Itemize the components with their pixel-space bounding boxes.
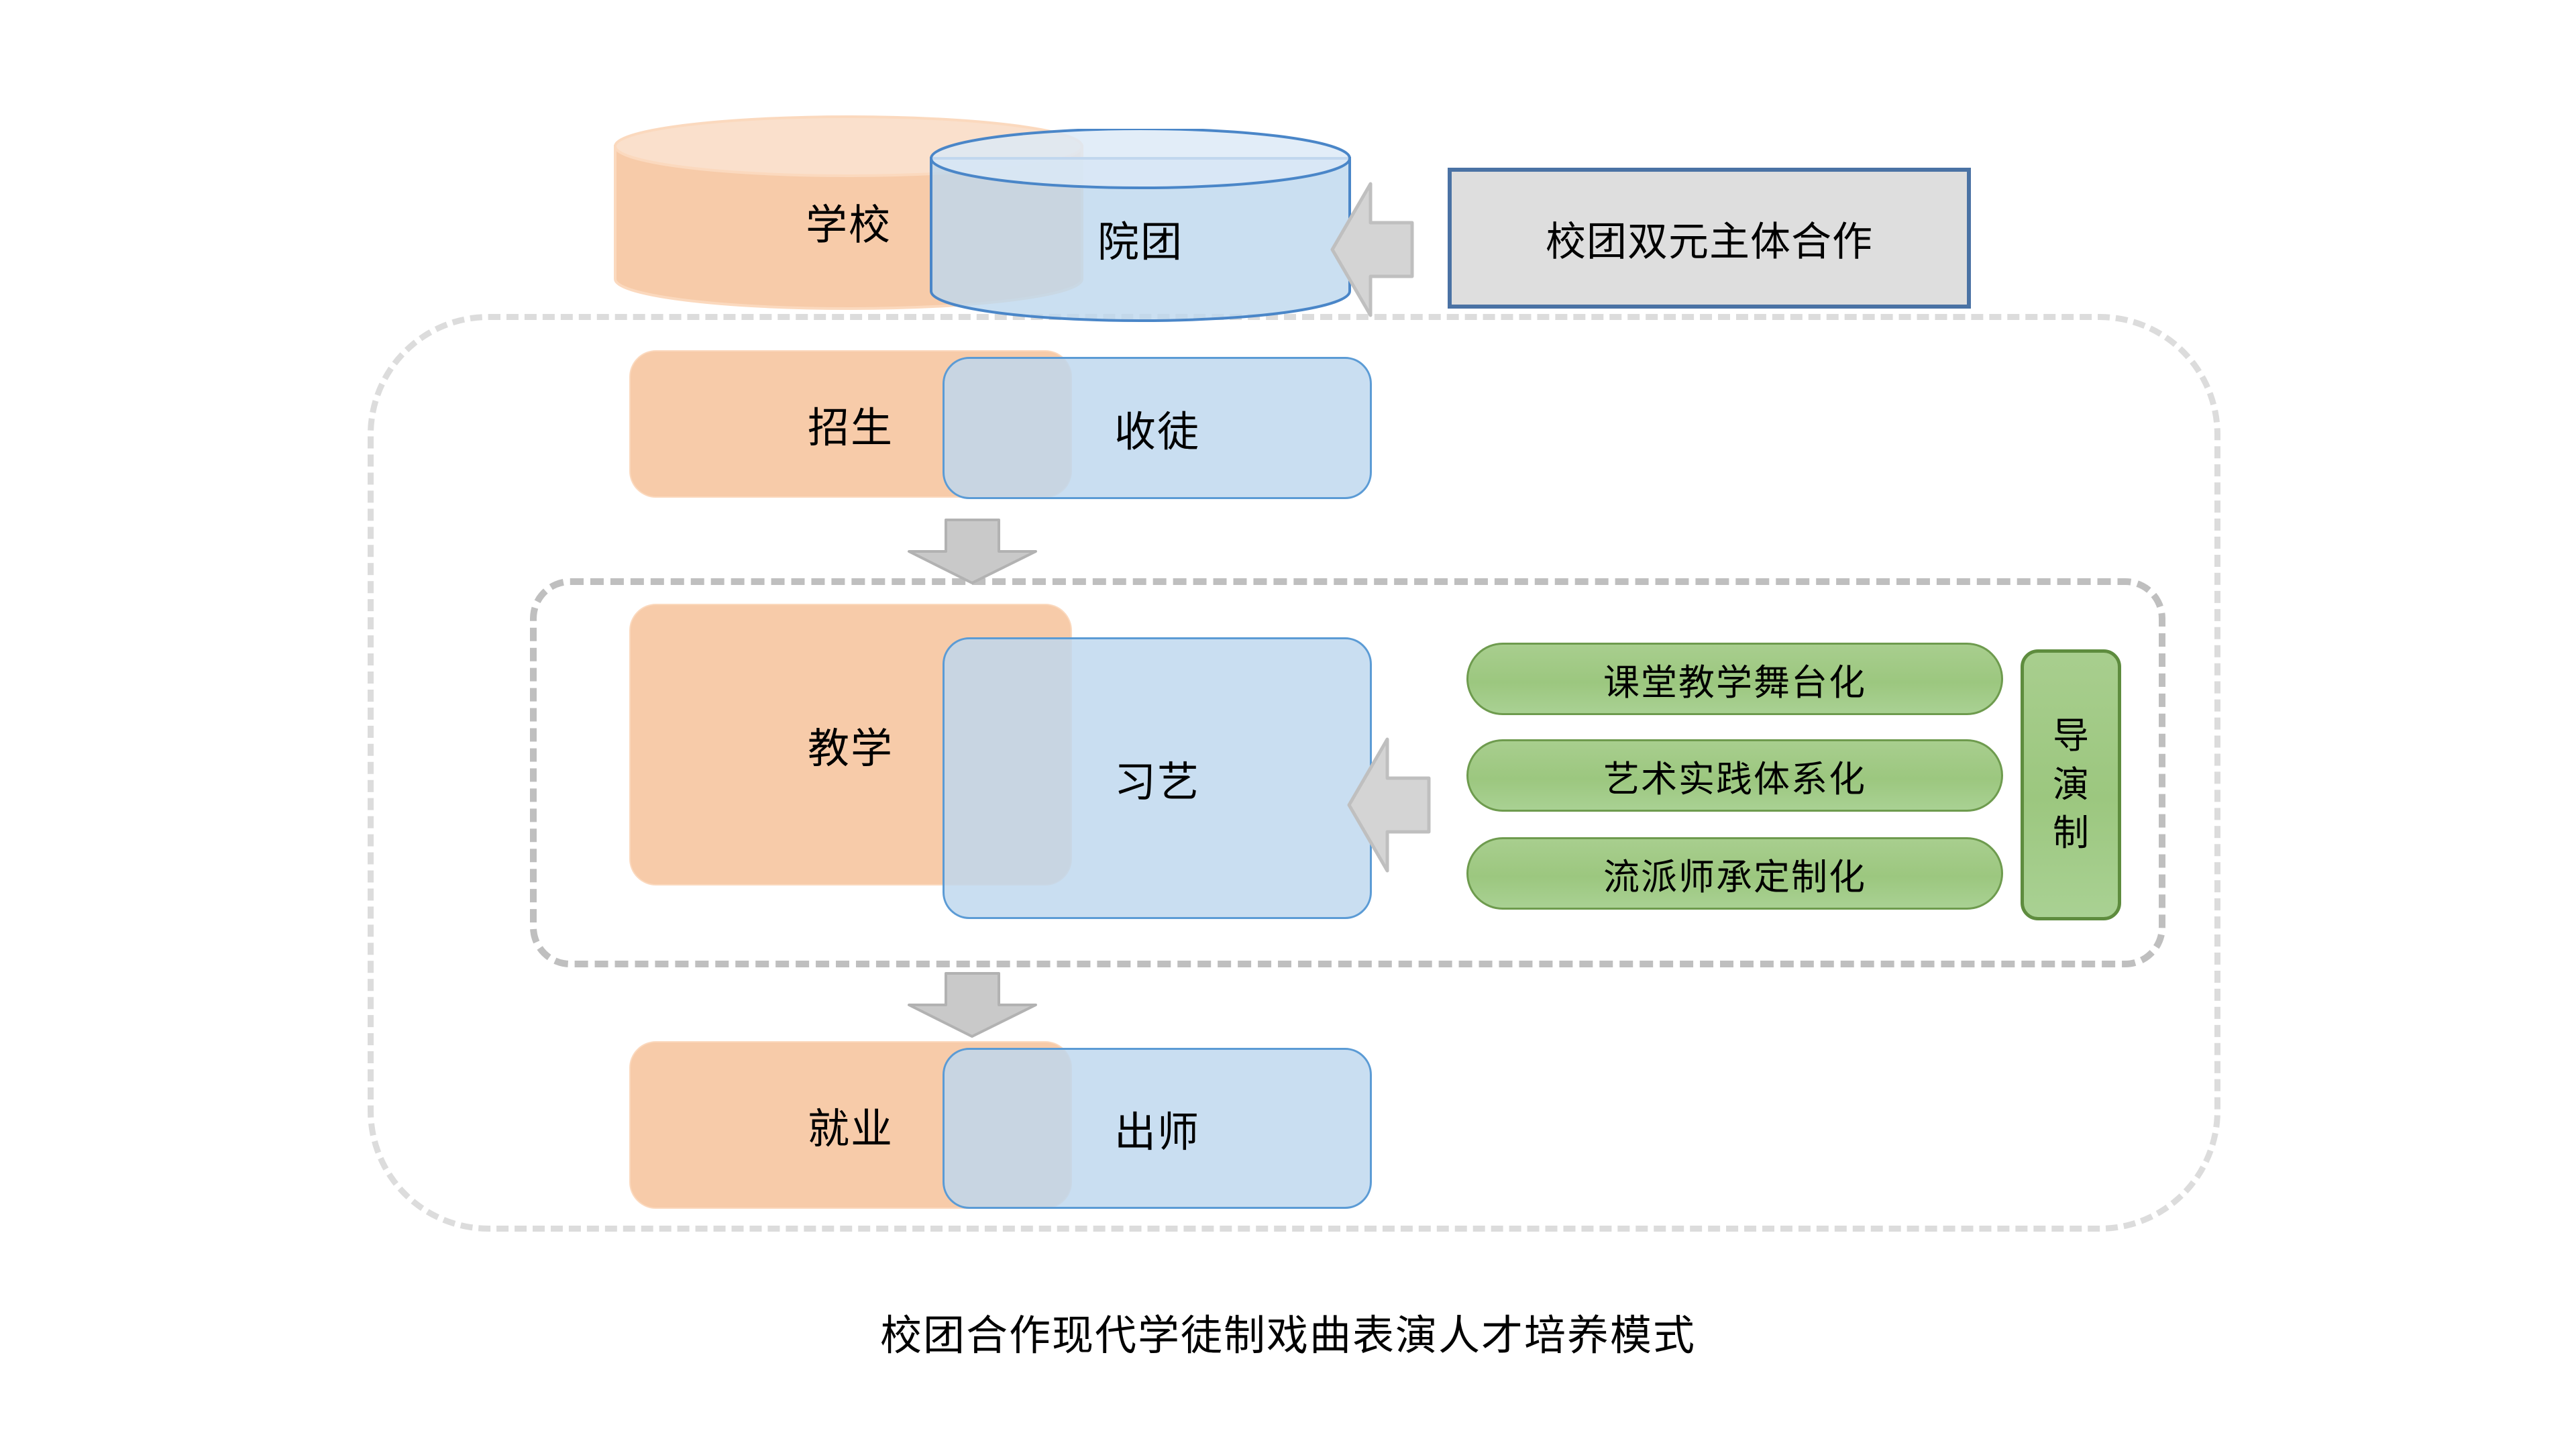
outer-dashed-container — [368, 314, 2220, 1232]
box-director-system-char-1: 导 — [2053, 715, 2089, 756]
box-director-system-char-3: 制 — [2053, 813, 2089, 854]
callout-cooperation[interactable]: 校团双元主体合作 — [1448, 168, 1971, 309]
arrow-left-into-troupe — [1330, 181, 1414, 319]
box-troupe-recruit[interactable]: 收徒 — [943, 357, 1372, 499]
box-troupe-learning-label: 习艺 — [1114, 759, 1200, 806]
box-director-system[interactable]: 导 演 制 — [2021, 649, 2121, 920]
figure-caption: 校团合作现代学徒制戏曲表演人才培养模式 — [879, 1313, 1696, 1359]
pill-method-3[interactable]: 流派师承定制化 — [1466, 837, 2003, 910]
box-troupe-graduation[interactable]: 出师 — [943, 1048, 1372, 1209]
box-school-employment-label: 就业 — [807, 1106, 894, 1152]
arrow-down-teach-to-employ — [907, 971, 1038, 1038]
box-school-recruit-label: 招生 — [807, 405, 894, 451]
cylinder-troupe[interactable]: 院团 — [929, 129, 1352, 323]
box-troupe-graduation-label: 出师 — [1114, 1110, 1200, 1156]
pill-method-1[interactable]: 课堂教学舞台化 — [1466, 643, 2003, 715]
box-troupe-learning[interactable]: 习艺 — [943, 637, 1372, 919]
box-troupe-recruit-label: 收徒 — [1114, 409, 1200, 455]
pill-method-2[interactable]: 艺术实践体系化 — [1466, 739, 2003, 812]
pill-method-2-label: 艺术实践体系化 — [1603, 759, 1866, 800]
pill-method-3-label: 流派师承定制化 — [1603, 857, 1866, 898]
callout-cooperation-label: 校团双元主体合作 — [1546, 219, 1873, 264]
pill-method-1-label: 课堂教学舞台化 — [1603, 662, 1866, 703]
arrow-left-into-learning — [1347, 737, 1431, 874]
arrow-down-recruit-to-teach — [907, 518, 1038, 585]
cylinder-troupe-shape — [930, 129, 1351, 322]
box-school-teaching-label: 教学 — [807, 726, 894, 772]
box-director-system-char-2: 演 — [2053, 764, 2089, 805]
inner-dashed-container — [530, 578, 2165, 967]
